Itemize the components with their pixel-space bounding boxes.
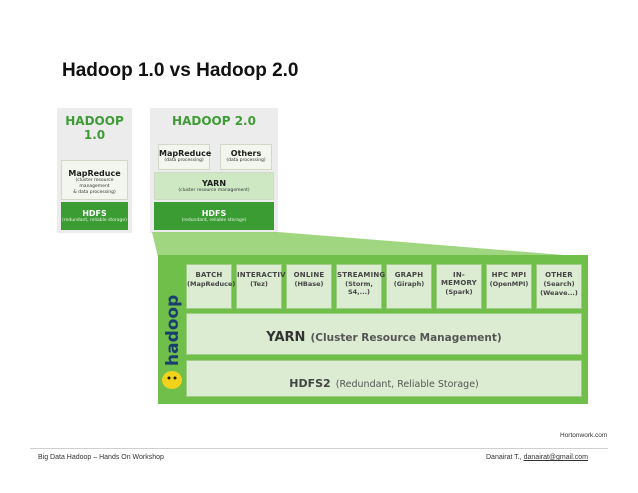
hadoop1-mapreduce-label: MapReduce: [68, 169, 121, 178]
yarn-sub: (Cluster Resource Management): [310, 332, 502, 344]
stack-column-sub: (HBase): [294, 280, 324, 288]
hadoop2-others-sub: (data processing): [226, 158, 266, 163]
hadoop2-yarn-sub: (cluster resource management): [178, 188, 250, 193]
stack-column-sub: (OpenMPI): [489, 280, 529, 288]
stack-column-label: HPC MPI: [491, 271, 527, 279]
hadoop2-stack: BATCH(MapReduce)INTERACTIVE(Tez)ONLINE(H…: [158, 255, 588, 404]
hdfs2-label: HDFS2: [289, 377, 331, 390]
stack-column-label: BATCH: [195, 271, 223, 279]
stack-column-batch: BATCH(MapReduce): [186, 264, 236, 309]
stack-column-sub: (Search): [543, 280, 575, 288]
footer-left-text: Big Data Hadoop – Hands On Workshop: [38, 454, 164, 461]
hadoop1-mapreduce-box: MapReduce (cluster resource management &…: [61, 160, 128, 200]
hadoop1-header: HADOOP 1.0: [65, 114, 124, 142]
credit-text: Hortonwork.com: [560, 432, 608, 439]
stack-column-hpc-mpi: HPC MPI(OpenMPI): [486, 264, 532, 309]
hadoop2-hdfs-label: HDFS: [201, 209, 227, 218]
hadoop1-hdfs-sub: (redundant, reliable storage): [62, 218, 127, 223]
stack-column-online: ONLINE(HBase): [286, 264, 332, 309]
hadoop1-hdfs-box: HDFS (redundant, reliable storage): [61, 202, 128, 230]
stack-column-other: OTHER(Search)(Weave...): [536, 264, 582, 309]
hadoop2-mapreduce-label: MapReduce: [159, 149, 212, 158]
footer-email-link[interactable]: danairat@gmail.com: [523, 454, 588, 461]
hadoop2-hdfs-sub: (redundant, reliable storage): [181, 218, 247, 223]
hadoop2-hdfs-box: HDFS (redundant, reliable storage): [154, 202, 274, 230]
hadoop1-hdfs-label: HDFS: [82, 209, 107, 218]
hadoop1-mapreduce-sub2: & data processing): [73, 190, 116, 195]
hadoop2-yarn-box: YARN (cluster resource management): [154, 172, 274, 200]
stack-column-label: OTHER: [545, 271, 573, 279]
hadoop2-header: HADOOP 2.0: [172, 114, 256, 128]
stack-column-sub: (Tez): [250, 280, 268, 288]
stack-column-sub: (MapReduce): [187, 280, 236, 288]
hadoop-logo: hadoop: [162, 295, 183, 389]
hadoop2-mapreduce-sub: (data processing): [164, 158, 204, 163]
hadoop2-others-label: Others: [230, 149, 262, 158]
yarn-label: YARN: [266, 330, 306, 345]
stack-column-sub: (Giraph): [393, 280, 425, 288]
stack-column-label: STREAMING: [337, 271, 386, 279]
hadoop1-mapreduce-sub1: (cluster resource management: [75, 178, 114, 189]
footer-divider: [30, 448, 608, 449]
stack-column-streaming: STREAMING(Storm, S4,...): [336, 264, 386, 309]
stack-column-label: ONLINE: [293, 271, 325, 279]
stack-column-interactive: INTERACTIVE(Tez): [236, 264, 291, 309]
stack-column-sub: (Spark): [445, 288, 473, 296]
stack-column-sub: (Storm, S4,...): [345, 280, 373, 296]
page-title: Hadoop 1.0 vs Hadoop 2.0: [62, 60, 299, 81]
yarn-band: YARN (Cluster Resource Management): [186, 313, 582, 355]
hadoop2-mapreduce-box: MapReduce (data processing): [158, 144, 212, 170]
stack-column-label: IN-MEMORY: [441, 271, 477, 287]
stack-column-label: GRAPH: [394, 271, 424, 279]
footer-author: Danairat T.,: [486, 454, 524, 461]
hadoop-logo-text: hadoop: [163, 295, 183, 366]
stack-column-label: INTERACTIVE: [237, 271, 291, 279]
stack-column-sub2: (Weave...): [540, 289, 578, 297]
stack-column-in-memory: IN-MEMORY(Spark): [436, 264, 482, 309]
hadoop2-others-box: Others (data processing): [220, 144, 272, 170]
hdfs-band: HDFS2 (Redundant, Reliable Storage): [186, 360, 582, 397]
hadoop2-panel: HADOOP 2.0 MapReduce (data processing) O…: [150, 108, 278, 233]
footer-right-text: Danairat T., danairat@gmail.com: [486, 454, 588, 461]
stack-column-graph: GRAPH(Giraph): [386, 264, 432, 309]
stack-inner: BATCH(MapReduce)INTERACTIVE(Tez)ONLINE(H…: [178, 260, 585, 401]
hadoop1-panel: HADOOP 1.0 MapReduce (cluster resource m…: [57, 108, 132, 233]
hdfs2-sub: (Redundant, Reliable Storage): [335, 379, 479, 390]
hadoop2-yarn-label: YARN: [201, 179, 227, 188]
